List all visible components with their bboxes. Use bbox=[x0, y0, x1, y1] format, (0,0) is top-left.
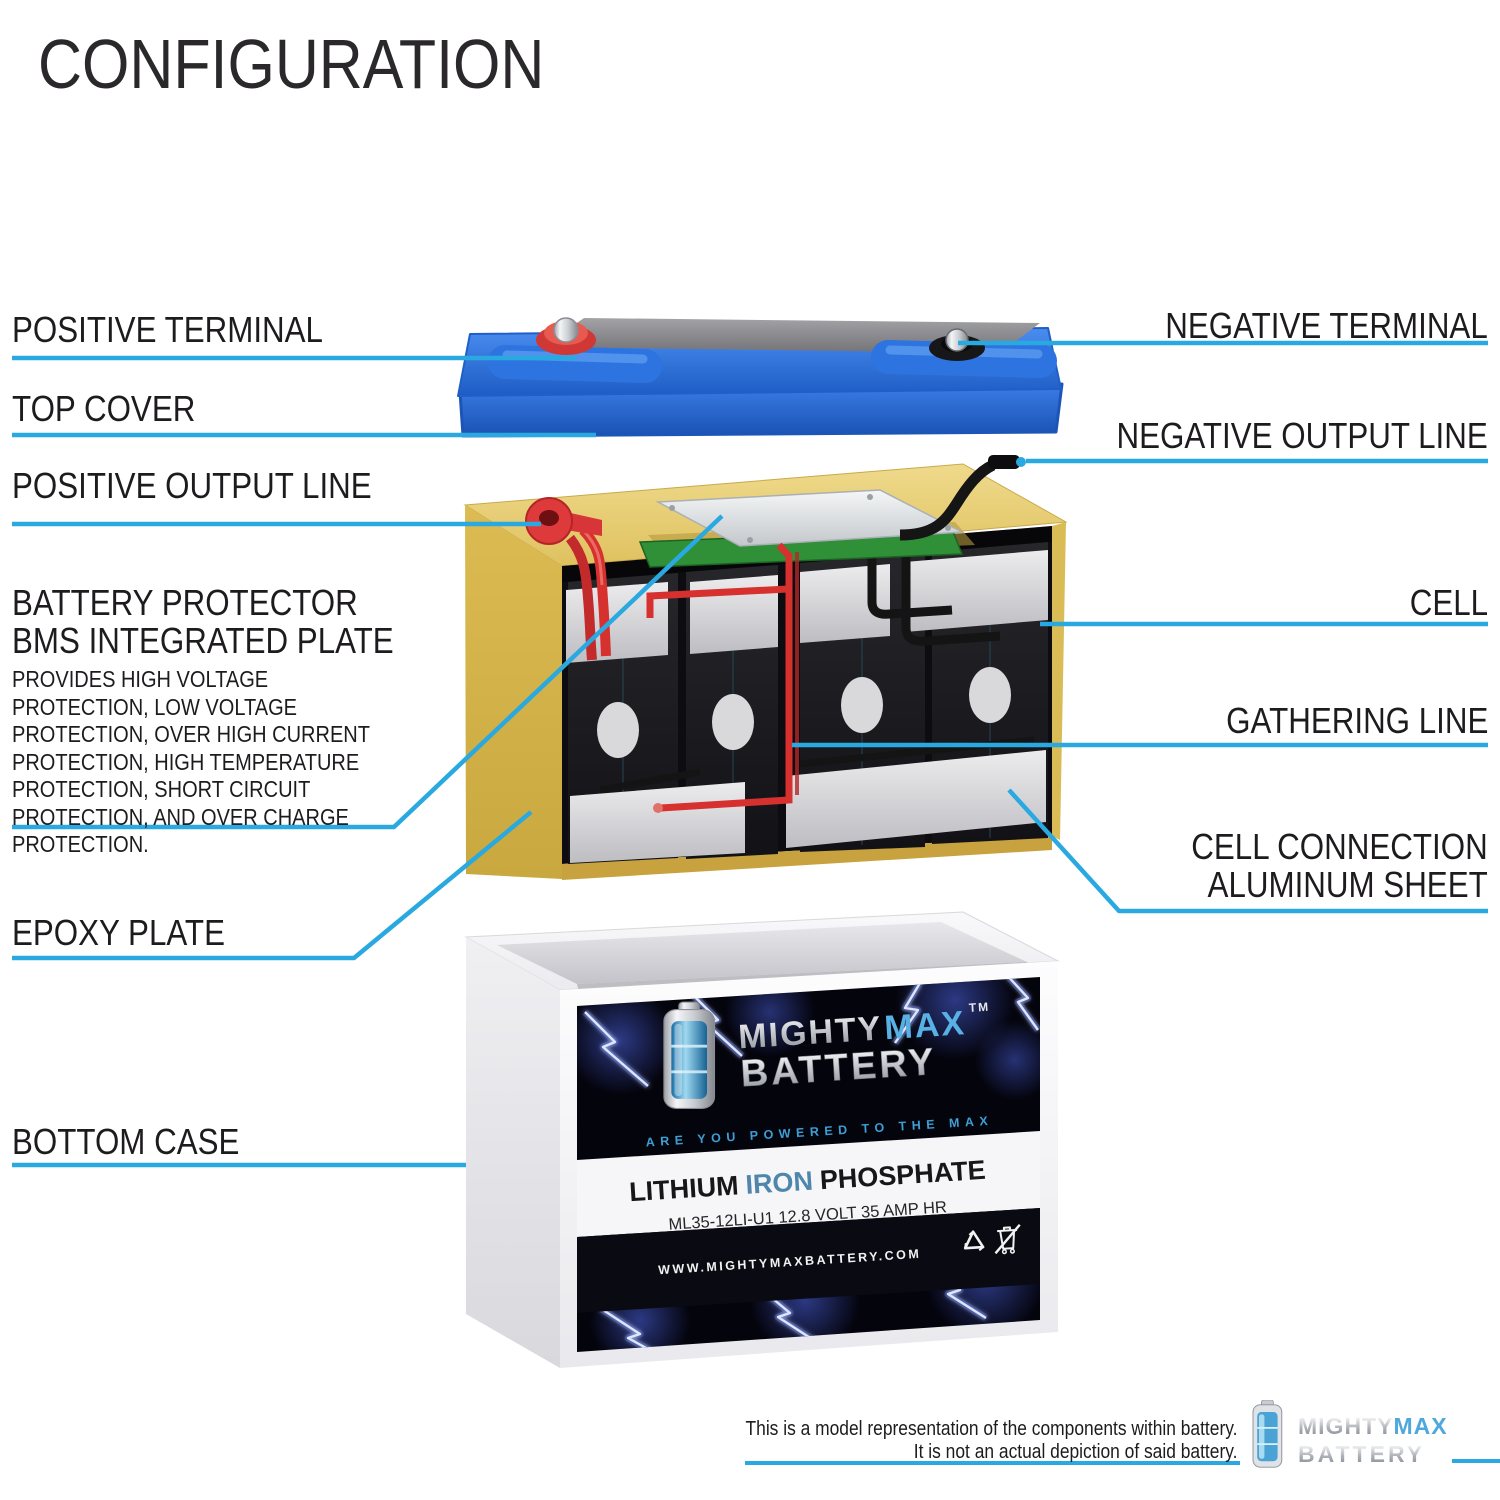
top-aluminum-sheet-4 bbox=[905, 550, 1048, 632]
battery-protector-title-line2: BMS INTEGRATED PLATE bbox=[12, 620, 394, 661]
battery-protector-description: PROVIDES HIGH VOLTAGE PROTECTION, LOW VO… bbox=[12, 666, 370, 857]
cell-3-vent bbox=[841, 677, 883, 733]
brand-tm: TM bbox=[968, 1000, 990, 1015]
black-tab-wires bbox=[599, 542, 1035, 794]
callout-label-positive-terminal: POSITIVE TERMINAL bbox=[12, 309, 323, 350]
callout-line-cell-connection bbox=[1007, 788, 1488, 914]
footer-battery-icon bbox=[1252, 1400, 1283, 1468]
bottom-case-part: MIGHTYMAXTM BATTERY ARE YOU POWERED TO T… bbox=[464, 911, 1060, 1368]
callout-label-cell-connection: CELL CONNECTION ALUMINUM SHEET bbox=[1192, 828, 1488, 904]
top-cover-left-rail bbox=[488, 345, 662, 383]
gathering-line-part bbox=[646, 542, 799, 813]
footer-logo-max: MAX bbox=[1393, 1413, 1448, 1439]
bottom-aluminum-sheet-right bbox=[786, 750, 1046, 848]
footer-logo: MIGHTYMAX BATTERY bbox=[1243, 1398, 1500, 1478]
brand-mighty: MIGHTY bbox=[737, 1009, 883, 1056]
page-title: CONFIGURATION bbox=[38, 25, 545, 103]
footer-disclaimer: This is a model representation of the co… bbox=[745, 1418, 1237, 1464]
cell-connection-line2: ALUMINUM SHEET bbox=[1207, 864, 1488, 905]
footer-logo-mighty: MIGHTY bbox=[1298, 1413, 1394, 1439]
footer-logo-words: MIGHTYMAX BATTERY bbox=[1298, 1414, 1448, 1470]
callout-label-cell: CELL bbox=[1409, 582, 1488, 623]
cell-2-vent bbox=[712, 694, 754, 750]
positive-terminal-part bbox=[536, 317, 596, 355]
bms-integrated-plate bbox=[655, 489, 965, 547]
cell-connection-line1: CELL CONNECTION bbox=[1191, 826, 1488, 867]
callout-line-epoxy-plate bbox=[12, 810, 533, 961]
negative-output-line-part bbox=[899, 455, 1026, 541]
callout-line-battery-protector bbox=[12, 514, 724, 830]
callout-label-epoxy-plate: EPOXY PLATE bbox=[12, 912, 225, 953]
bottom-case-interior bbox=[497, 922, 1027, 984]
callout-label-battery-protector: BATTERY PROTECTOR BMS INTEGRATED PLATE P… bbox=[12, 584, 408, 859]
cell-1-vent bbox=[597, 702, 639, 758]
callout-label-top-cover: TOP COVER bbox=[12, 388, 196, 429]
chem-lithium: LITHIUM bbox=[628, 1170, 739, 1207]
footer-divider-line-right bbox=[1452, 1459, 1500, 1463]
label-white-band bbox=[577, 1131, 1040, 1237]
label-url-band bbox=[577, 1208, 1040, 1313]
footer-divider-line bbox=[745, 1461, 1240, 1465]
callout-label-bottom-case: BOTTOM CASE bbox=[12, 1121, 240, 1162]
svg-text:MIGHTYMAXTM: MIGHTYMAXTM bbox=[737, 1000, 992, 1057]
bms-plate-screws bbox=[669, 494, 951, 543]
cell-assembly-part bbox=[463, 455, 1068, 880]
crossed-out-bin-icon bbox=[994, 1223, 1021, 1255]
epoxy-case-right-rim bbox=[1052, 522, 1066, 840]
recycle-icon bbox=[963, 1230, 985, 1252]
label-battery-icon bbox=[663, 1001, 716, 1110]
brand-max: MAX bbox=[883, 1004, 967, 1047]
cell-4-vent bbox=[969, 667, 1011, 723]
battery-protector-title-line1: BATTERY PROTECTOR bbox=[12, 582, 358, 623]
negative-connector-tip bbox=[1016, 457, 1026, 467]
bottom-case-side-face bbox=[466, 937, 560, 1368]
top-cover-part bbox=[457, 317, 1064, 438]
disclaimer-line2: It is not an actual depiction of said ba… bbox=[913, 1441, 1237, 1463]
bottom-aluminum-sheet-left bbox=[570, 782, 745, 863]
callout-label-negative-output-line: NEGATIVE OUTPUT LINE bbox=[1116, 415, 1488, 456]
callout-label-gathering-line: GATHERING LINE bbox=[1225, 700, 1488, 741]
footer-logo-battery: BATTERY bbox=[1298, 1441, 1426, 1467]
callout-label-positive-output-line: POSITIVE OUTPUT LINE bbox=[12, 465, 372, 506]
chem-iron: IRON bbox=[745, 1166, 814, 1200]
epoxy-plate-side-face bbox=[465, 505, 562, 879]
disclaimer-line1: This is a model representation of the co… bbox=[745, 1418, 1237, 1440]
callout-label-negative-terminal: NEGATIVE TERMINAL bbox=[1165, 305, 1488, 346]
epoxy-case-bottom-strip bbox=[562, 836, 1052, 880]
